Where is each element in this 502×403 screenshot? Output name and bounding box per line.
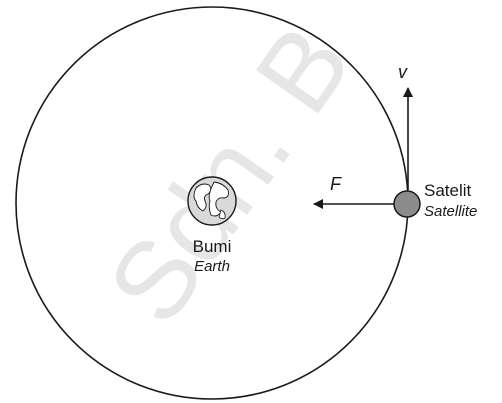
earth-label-english: Earth bbox=[194, 258, 230, 275]
satellite-icon bbox=[394, 191, 420, 217]
velocity-label: v bbox=[398, 62, 408, 82]
satellite-label: Satelit bbox=[424, 181, 472, 200]
earth-icon bbox=[188, 177, 236, 225]
earth-label: Bumi bbox=[193, 237, 232, 256]
force-label: F bbox=[330, 174, 342, 194]
satellite-label-english: Satellite bbox=[424, 203, 477, 220]
